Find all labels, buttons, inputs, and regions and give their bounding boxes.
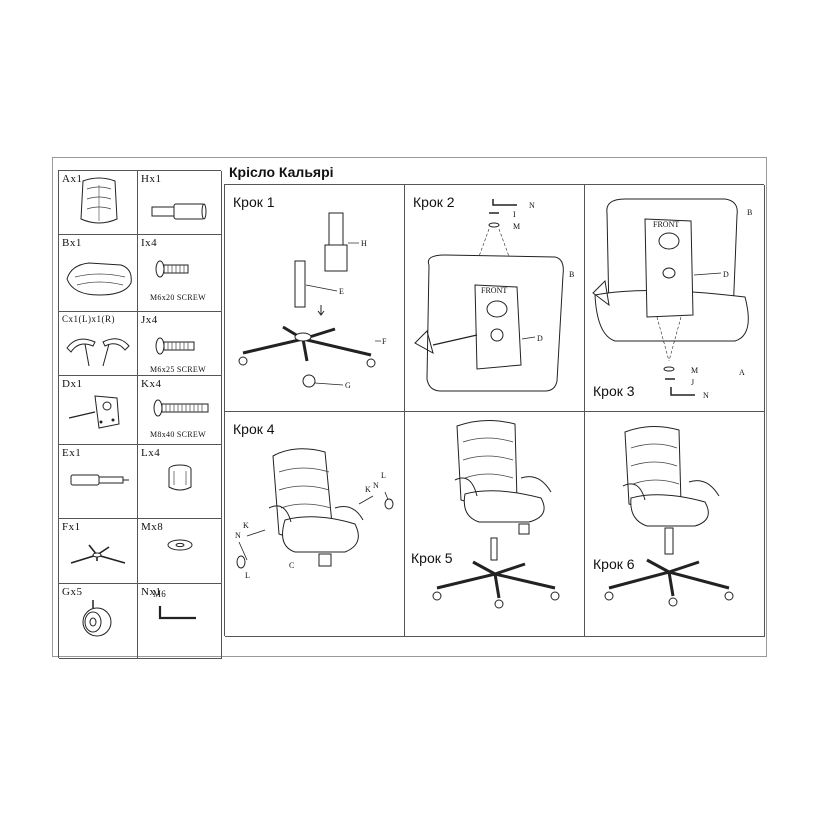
callout-d-step3: D	[723, 270, 729, 279]
part-f-cell: Fx1	[59, 519, 138, 584]
part-a-cell: Ax1	[59, 171, 138, 235]
assembly-steps: Крок 1 H E F G Крок 2 N I	[224, 184, 765, 637]
part-c-cell: Cx1(L)x1(R)	[59, 312, 138, 376]
sheet-title: Крісло Кальярі	[229, 164, 334, 180]
instruction-sheet-border	[52, 157, 767, 657]
step-5-panel: Крок 5	[405, 412, 585, 637]
step-4-diagram: K N L K N L C	[235, 448, 394, 580]
star-base-illustration	[70, 544, 126, 564]
step-3-label: Крок 3	[593, 383, 635, 399]
step-1-label: Крок 1	[233, 194, 275, 210]
part-n-sub: M6	[153, 589, 167, 599]
part-g-cell: Gx5	[59, 584, 138, 659]
chair-back-illustration	[80, 177, 118, 224]
part-j-cell: Jx4 M6x25 SCREW	[138, 312, 222, 376]
part-e-cell: Ex1	[59, 445, 138, 519]
callout-m: M	[513, 222, 520, 231]
screw-m6x20-illustration	[155, 260, 189, 278]
part-b-cell: Bx1	[59, 235, 138, 312]
screw-i-spec: M6x20 SCREW	[150, 293, 206, 302]
part-k-label: Kx4	[141, 378, 162, 390]
callout-n: N	[529, 201, 535, 210]
callout-n-right: N	[373, 481, 379, 490]
step-6-label: Крок 6	[593, 556, 635, 572]
gas-lift-illustration	[70, 474, 129, 486]
part-j-label: Jx4	[141, 314, 158, 326]
callout-g: G	[345, 381, 351, 390]
step-3-diagram: B A FRONT D M J N	[592, 198, 752, 400]
seat-cushion-illustration	[66, 262, 132, 296]
step-5-label: Крок 5	[411, 550, 453, 566]
callout-h: H	[361, 239, 367, 248]
step-2-label: Крок 2	[413, 194, 455, 210]
callout-m-step3: M	[691, 366, 698, 375]
callout-n-step3: N	[703, 391, 709, 400]
step-4-panel: Крок 4 K N L K N L C	[225, 412, 405, 637]
part-n-cell: Nx1 M6	[138, 584, 222, 659]
screw-k-spec: M8x40 SCREW	[150, 430, 206, 439]
step-2-panel: Крок 2 N I M B FRONT D	[405, 185, 585, 412]
step-5-diagram	[432, 420, 560, 609]
callout-e: E	[339, 287, 344, 296]
part-h-label: Hx1	[141, 173, 162, 185]
part-g-label: Gx5	[62, 586, 83, 598]
allen-key-illustration	[158, 606, 196, 620]
callout-i: I	[513, 210, 516, 219]
callout-k-left: K	[243, 521, 249, 530]
part-d-cell: Dx1	[59, 376, 138, 445]
part-i-label: Ix4	[141, 237, 158, 249]
part-a-label: Ax1	[62, 173, 83, 185]
callout-c: C	[289, 561, 294, 570]
part-f-label: Fx1	[62, 521, 81, 533]
step-6-panel: Крок 6	[585, 412, 765, 637]
gas-cylinder-cover-illustration	[151, 203, 207, 220]
screw-j-spec: M6x25 SCREW	[150, 365, 206, 374]
part-l-label: Lx4	[141, 447, 161, 459]
step-1-diagram: H E F G	[238, 212, 387, 390]
part-e-label: Ex1	[62, 447, 82, 459]
screw-m6x25-illustration	[155, 337, 195, 355]
part-c-label: Cx1(L)x1(R)	[62, 314, 115, 324]
callout-a: A	[739, 368, 745, 377]
callout-j: J	[691, 378, 694, 387]
callout-l-right: L	[381, 471, 386, 480]
part-n-label: Nx1	[141, 586, 162, 598]
callout-k-right: K	[365, 485, 371, 494]
step-2-diagram: N I M B FRONT D	[414, 199, 574, 392]
step-6-diagram	[604, 426, 734, 607]
armrests-illustration	[66, 338, 130, 367]
callout-f: F	[382, 337, 387, 346]
washer-cap-illustration	[168, 464, 192, 491]
part-b-label: Bx1	[62, 237, 82, 249]
washer-illustration	[167, 539, 193, 551]
screw-m8x40-illustration	[153, 399, 209, 417]
callout-l-left: L	[245, 571, 250, 580]
caster-wheel-illustration	[82, 600, 112, 637]
part-m-cell: Mx8	[138, 519, 222, 584]
callout-d-step2: D	[537, 334, 543, 343]
part-k-cell: Kx4 M8x40 SCREW	[138, 376, 222, 445]
part-m-label: Mx8	[141, 521, 164, 533]
callout-n-left: N	[235, 531, 241, 540]
callout-b-step2: B	[569, 270, 574, 279]
step-1-panel: Крок 1 H E F G	[225, 185, 405, 412]
part-l-cell: Lx4	[138, 445, 222, 519]
callout-b-step3: B	[747, 208, 752, 217]
parts-list: Ax1 Hx1 Bx1 Ix4 M6x20 SCREW Cx1	[58, 170, 222, 659]
plate-front-step2: FRONT	[481, 286, 507, 295]
part-i-cell: Ix4 M6x20 SCREW	[138, 235, 222, 312]
step-4-label: Крок 4	[233, 421, 275, 437]
mechanism-plate-illustration	[68, 395, 120, 429]
plate-front-step3: FRONT	[653, 220, 679, 229]
step-3-panel: Крок 3 B A FRONT D M J N	[585, 185, 765, 412]
part-d-label: Dx1	[62, 378, 83, 390]
part-h-cell: Hx1	[138, 171, 222, 235]
